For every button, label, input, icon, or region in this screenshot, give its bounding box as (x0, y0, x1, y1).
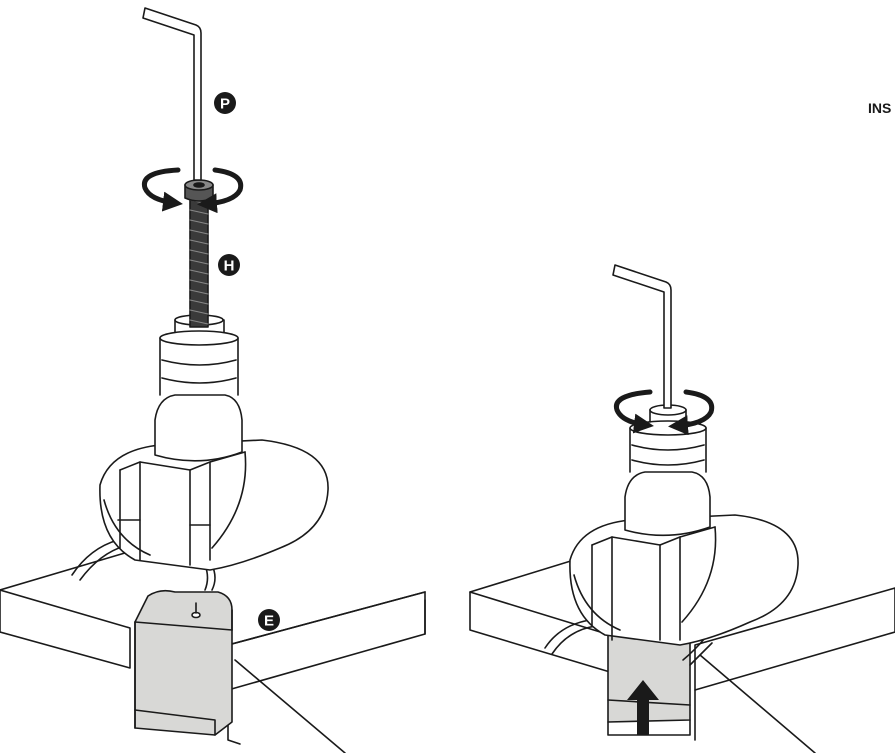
allen-key-icon (142, 7, 202, 181)
label-bolt: H (224, 258, 235, 275)
rotation-arrow-icon (141, 167, 244, 214)
right-step (469, 264, 895, 753)
instruction-header: INS (868, 100, 892, 116)
label-bolt-badge: H (218, 254, 240, 276)
label-allen-key: P (220, 96, 230, 113)
rotation-arrow-icon-right (613, 389, 715, 436)
left-step: P H E (0, 7, 426, 753)
allen-key-icon-right (612, 264, 672, 409)
desk-clamp-inserted (607, 624, 691, 736)
desk-clamp (134, 589, 233, 736)
mount-base-left (99, 439, 329, 571)
up-arrow-icon (627, 680, 659, 735)
mount-base-right (569, 514, 799, 646)
bolt-rod (184, 179, 214, 328)
desk-right (469, 551, 895, 753)
label-clamp-badge: E (258, 609, 280, 631)
label-allen-key-badge: P (214, 92, 236, 114)
mount-column-left (154, 314, 243, 462)
label-clamp: E (264, 613, 274, 630)
